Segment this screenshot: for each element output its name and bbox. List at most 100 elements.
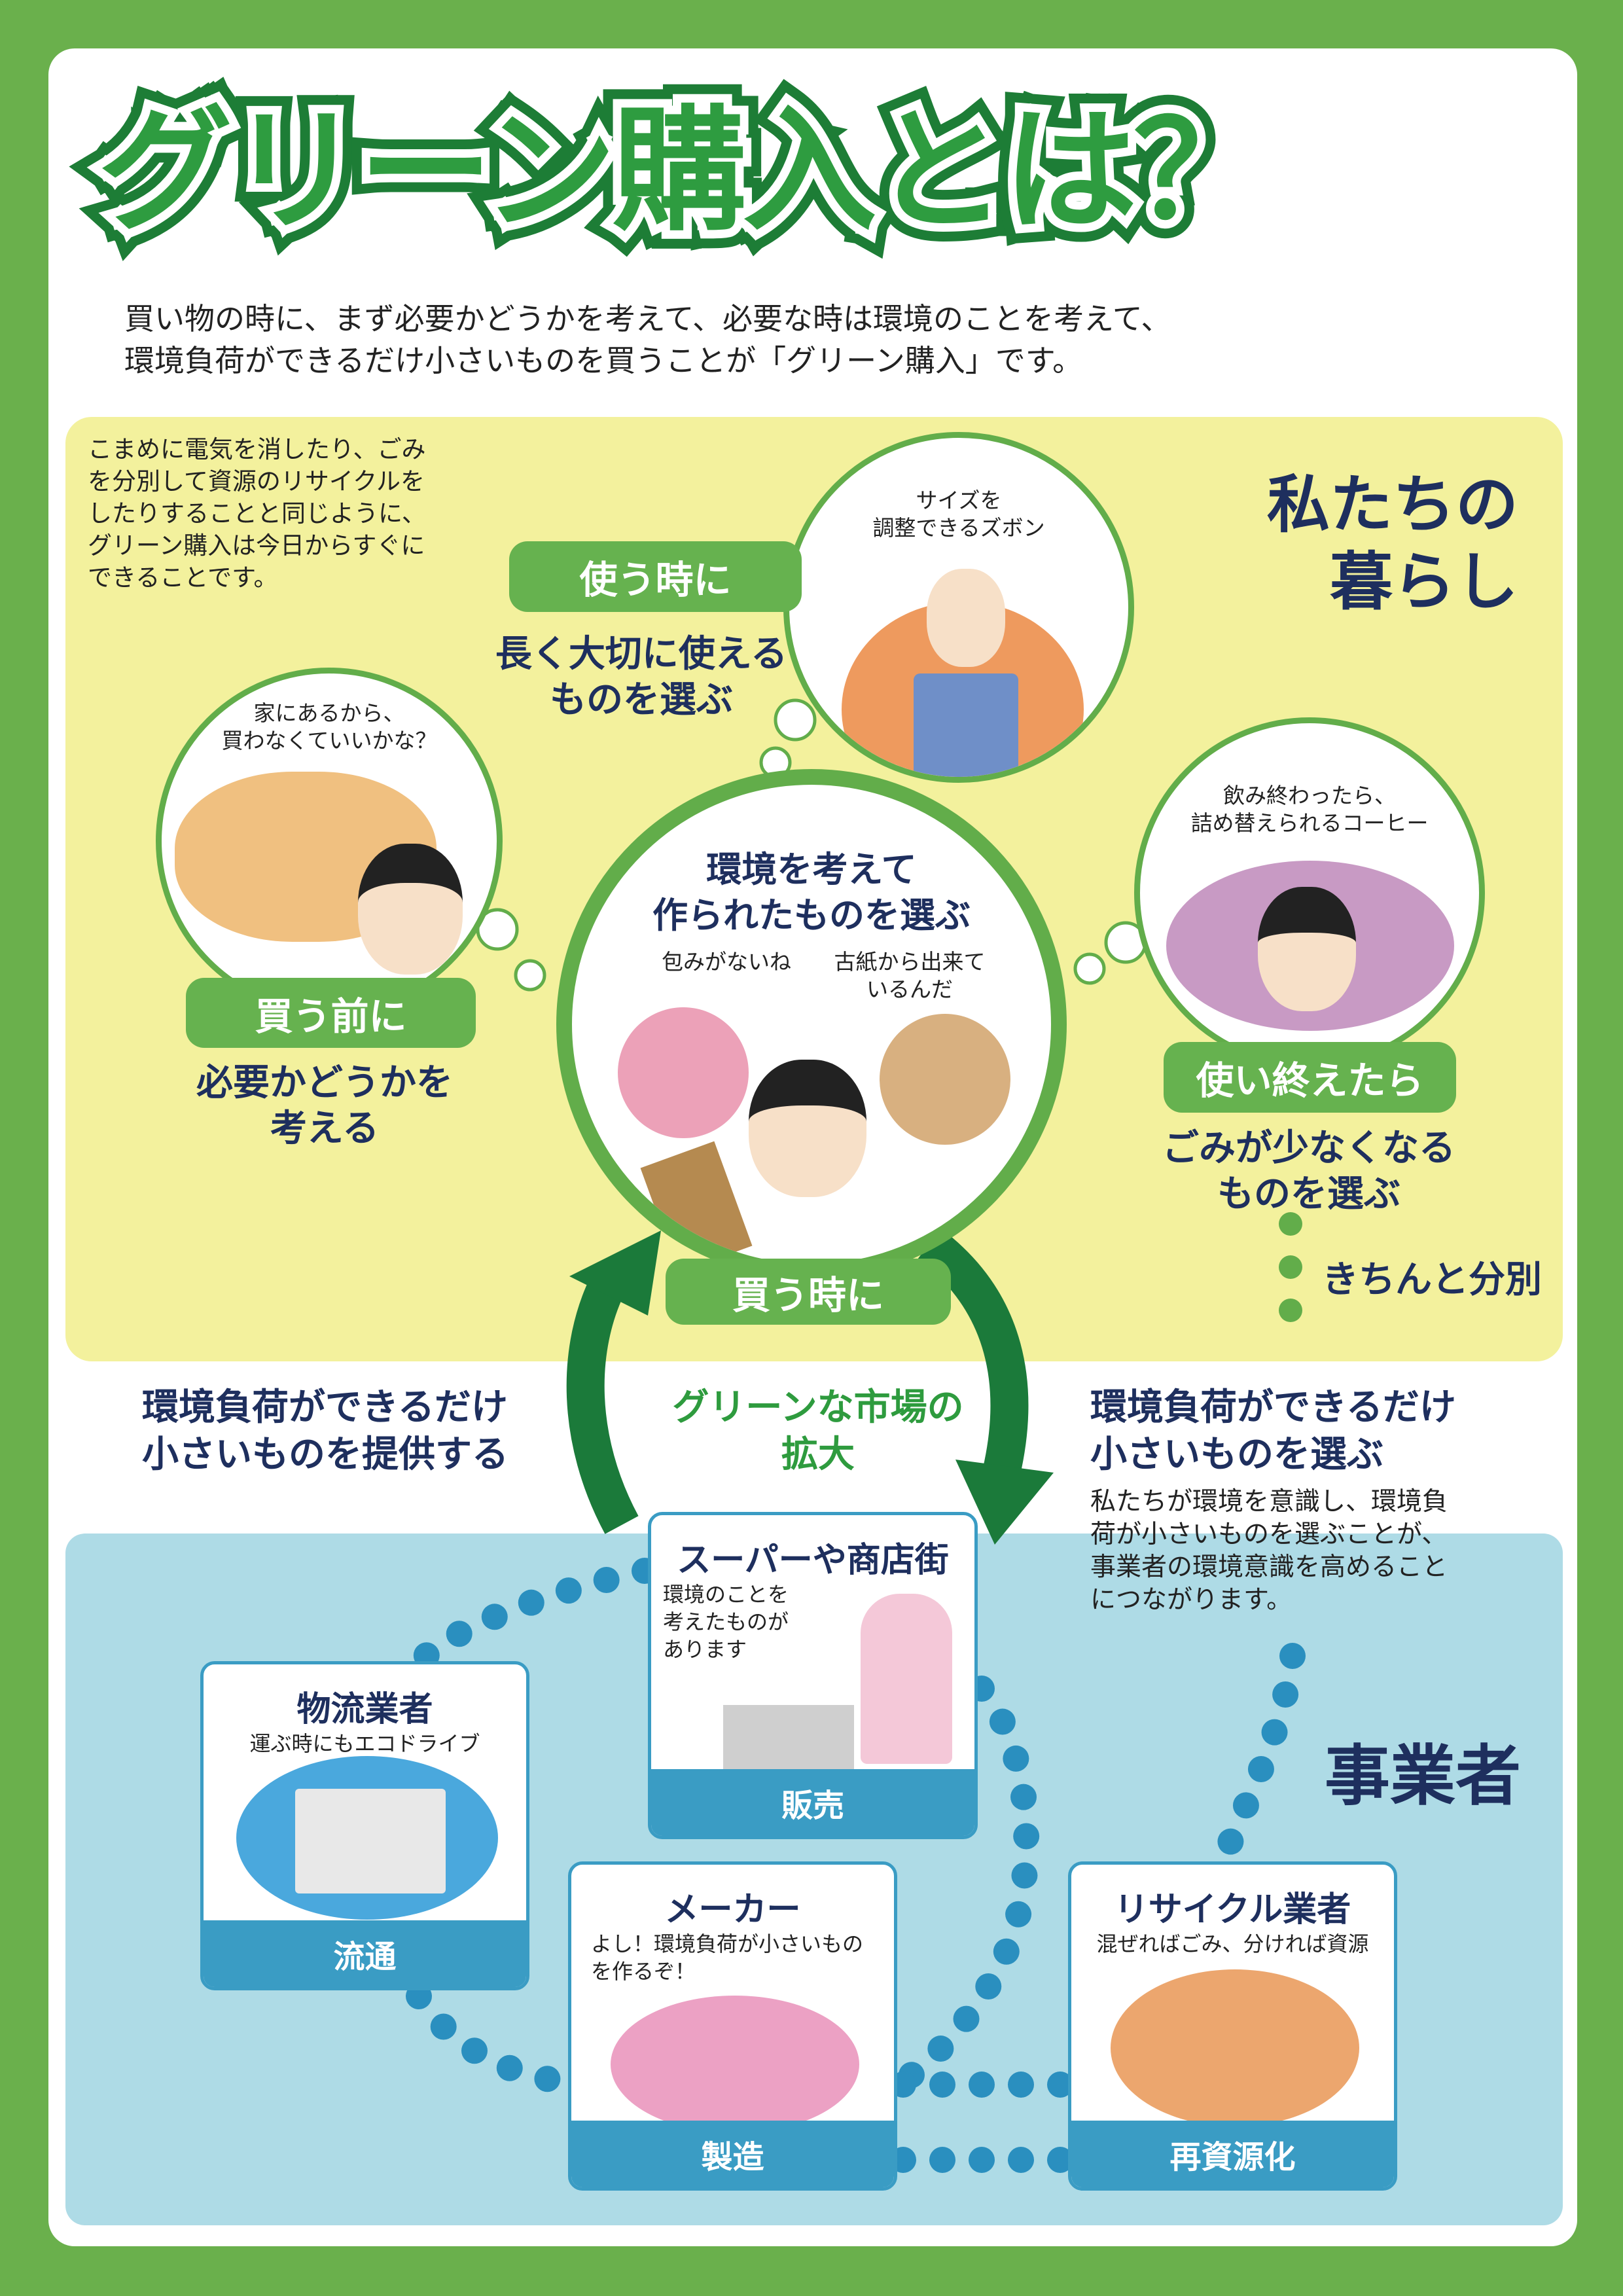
right-arrowhead [955,1460,1054,1545]
caption-right: 古紙から出来て いるんだ [670,948,1051,1003]
text-line: を作るぞ！ [591,1959,696,1984]
stage-text-buy: 環境を考えて 作られたものを選ぶ [572,847,1051,939]
use-illustration-circle: サイズを 調整できるズボン [783,432,1134,783]
note-line: グリーン購入は今日からすぐに [88,531,425,560]
person-face-illustration [927,569,1005,667]
card-subtitle: 環境のことを 考えたものが あります [663,1581,789,1663]
buy-illustration-circle: 環境を考えて 作られたものを選ぶ 包みがないね 古紙から出来て いるんだ [556,769,1067,1280]
card-band: 再資源化 [1071,2121,1394,2187]
consumer-heading: 私たちの 暮らし [1257,466,1518,620]
use-caption: サイズを 調整できるズボン [789,487,1128,542]
clerk-illustration [861,1594,952,1764]
text-line: 作られたものを選ぶ [652,895,971,936]
before-illustration-circle: 家にあるから、 買わなくていいかな？ [156,668,503,1014]
text-line: 環境を考えて [706,849,917,890]
text-line: よし！環境負荷が小さいもの [591,1931,864,1956]
right-arrow-arc [918,1228,1029,1477]
caption-line: 古紙から出来て [834,949,986,975]
business-heading: 事業者 [1325,1738,1521,1814]
text-line: 必要かどうかを [196,1062,453,1104]
text-line: 長く大切に使える [495,633,788,675]
card-manufacturer: メーカー よし！環境負荷が小さいもの を作るぞ！ 製造 [568,1861,897,2191]
stage-text-use: 長く大切に使える ものを選ぶ [458,632,825,723]
intro-line: 環境負荷ができるだけ小さいものを買うことが「グリーン購入」です。 [124,343,1083,378]
text-line: につながります。 [1090,1585,1293,1615]
note-line: こまめに電気を消したり、ごみ [88,435,426,463]
card-logistics: 物流業者 運ぶ時にもエコドライブ 流通 [200,1661,529,1990]
caption-line: 調整できるズボン [872,515,1045,541]
card-band: 販売 [651,1769,974,1836]
card-retail: スーパーや商店街 環境のことを 考えたものが あります 販売 [648,1512,978,1839]
note-line: できることです。 [88,564,278,592]
text-line: 環境負荷ができるだけ [142,1386,508,1429]
card-title: スーパーや商店街 [677,1541,949,1580]
market-text: グリーンな市場の 拡大 [654,1384,982,1479]
choose-note: 私たちが環境を意識し、環境負 荷が小さいものを選ぶことが、 事業者の環境意識を高… [1090,1486,1448,1617]
heading-line: 私たちの [1267,468,1518,541]
text-line: 事業者の環境意識を高めること [1090,1552,1448,1582]
recycling-worker-illustration [1111,1969,1359,2126]
text-line: 荷が小さいものを選ぶことが、 [1090,1520,1448,1549]
consumer-note: こまめに電気を消したり、ごみ を分別して資源のリサイクルを したりすることと同じ… [88,433,426,594]
heading-line: 暮らし [1330,545,1518,619]
intro-line: 買い物の時に、まず必要かどうかを考えて、必要な時は環境のことを考えて、 [124,301,1171,336]
choose-text: 環境負荷ができるだけ 小さいものを選ぶ [1090,1384,1456,1479]
pants-illustration [914,673,1018,777]
stage-label-after: 使い終えたら [1164,1042,1456,1113]
text-line: あります [663,1637,747,1662]
boy-illustration [749,1060,866,1197]
text-line: ものを選ぶ [1217,1173,1400,1215]
before-caption: 家にあるから、 買わなくていいかな？ [162,700,497,755]
stage-label-buy: 買う時に [666,1259,951,1325]
text-line: 拡大 [781,1433,855,1476]
unwrapped-goods-illustration [618,1007,749,1138]
after-caption: 飲み終わったら、 詰め替えられるコーヒー [1140,782,1479,837]
card-subtitle: よし！環境負荷が小さいもの を作るぞ！ [591,1930,863,1985]
caption-line: 買わなくていいかな？ [221,728,437,753]
card-subtitle: 混ぜればごみ、分ければ資源 [1096,1931,1369,1956]
provide-text: 環境負荷ができるだけ 小さいものを提供する [142,1384,508,1479]
truck-illustration [295,1789,446,1893]
stage-label-before: 買う前に [186,978,476,1048]
text-line: グリーンな市場の [672,1386,964,1429]
woman-illustration [1258,887,1356,1011]
intro-text: 買い物の時に、まず必要かどうかを考えて、必要な時は環境のことを考えて、 環境負荷… [124,298,1171,382]
left-arrow-arc [566,1274,639,1534]
caption-left: 包みがないね [662,949,791,975]
thought-bubbles [476,698,1147,992]
caption-line: サイズを [916,488,1002,513]
title-outline: グリーン購入とは？ [80,86,1286,257]
text-line: ごみが少なくなる [1162,1127,1455,1170]
cash-register-illustration [723,1705,854,1770]
recycled-paper-illustration [880,1014,1010,1145]
note-line: したりすることと同じように、 [88,499,426,528]
after-illustration-circle: 飲み終わったら、 詰め替えられるコーヒー [1134,717,1485,1068]
caption-line: 飲み終わったら、 [1223,783,1396,808]
page-title: グリーン購入とは？ グリーン購入とは？ グリーン購入とは？ [80,86,1286,257]
card-title: リサイクル業者 [1114,1890,1351,1929]
stage-text-before: 必要かどうかを 考える [154,1060,495,1152]
text-line: 環境のことを [663,1582,789,1607]
text-line: 小さいものを提供する [142,1433,508,1476]
text-line: 考える [270,1107,380,1150]
card-band: 製造 [571,2121,894,2187]
business-dots [406,1558,1306,2173]
girl-illustration [358,844,463,975]
text-line: 環境負荷ができるだけ [1090,1386,1456,1429]
card-title: 物流業者 [296,1690,433,1729]
text-line: ものを選ぶ [550,679,733,721]
card-band: 流通 [204,1920,526,1987]
text-line: 考えたものが [663,1609,789,1634]
factory-worker-illustration [611,1996,859,2133]
stage-label-use: 使う時に [509,541,802,612]
text-line: 小さいものを選ぶ [1090,1433,1383,1476]
card-subtitle: 運ぶ時にもエコドライブ [249,1731,480,1756]
caption-line: 詰め替えられるコーヒー [1190,810,1429,836]
title-inline: グリーン購入とは？ [90,94,1276,249]
caption-line: いるんだ [866,977,953,1002]
card-title: メーカー [664,1890,801,1929]
left-arrowhead [569,1230,661,1316]
card-recycler: リサイクル業者 混ぜればごみ、分ければ資源 再資源化 [1068,1861,1397,2191]
text-line: 私たちが環境を意識し、環境負 [1090,1487,1448,1516]
